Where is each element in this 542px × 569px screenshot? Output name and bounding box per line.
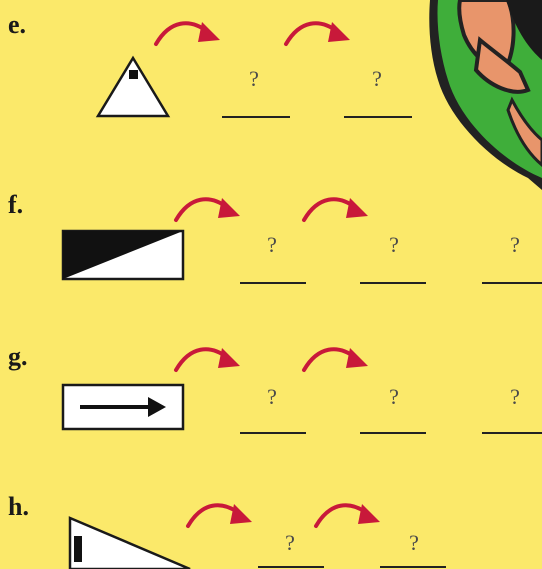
blank-placeholder: ? [372, 66, 382, 91]
blank-placeholder: ? [389, 232, 399, 257]
answer-line[interactable] [482, 432, 542, 434]
right-triangle-shape-icon [68, 516, 191, 569]
blank-placeholder: ? [389, 384, 399, 409]
blank-placeholder: ? [510, 232, 520, 257]
curved-arrow-icon [154, 21, 220, 46]
answer-line[interactable] [344, 116, 412, 118]
curved-arrow-icon [174, 347, 240, 372]
answer-line[interactable] [222, 116, 290, 118]
mascot-illustration [429, 0, 542, 190]
blank-placeholder: ? [267, 384, 277, 409]
curved-arrow-icon [174, 197, 240, 222]
blank-placeholder: ? [249, 66, 259, 91]
row-letter-f: f. [8, 190, 24, 219]
row-letter-h: h. [8, 492, 29, 521]
curved-arrow-icon [314, 503, 380, 528]
curved-arrow-icon [284, 21, 350, 46]
answer-line[interactable] [360, 432, 426, 434]
blank-placeholder: ? [409, 530, 419, 555]
answer-line[interactable] [482, 282, 542, 284]
answer-line[interactable] [360, 282, 426, 284]
blank-placeholder: ? [267, 232, 277, 257]
rectangle-arrow-shape-icon [61, 383, 185, 431]
rectangle-diagonal-shape-icon [61, 229, 185, 281]
row-letter-e: e. [8, 10, 27, 39]
row-letter-g: g. [8, 342, 28, 371]
blank-placeholder: ? [510, 384, 520, 409]
answer-line[interactable] [380, 566, 446, 568]
answer-line[interactable] [258, 566, 324, 568]
triangle-shape-icon [95, 55, 171, 118]
curved-arrow-icon [186, 503, 252, 528]
curved-arrow-icon [302, 347, 368, 372]
answer-line[interactable] [240, 282, 306, 284]
answer-line[interactable] [240, 432, 306, 434]
blank-placeholder: ? [285, 530, 295, 555]
curved-arrow-icon [302, 197, 368, 222]
